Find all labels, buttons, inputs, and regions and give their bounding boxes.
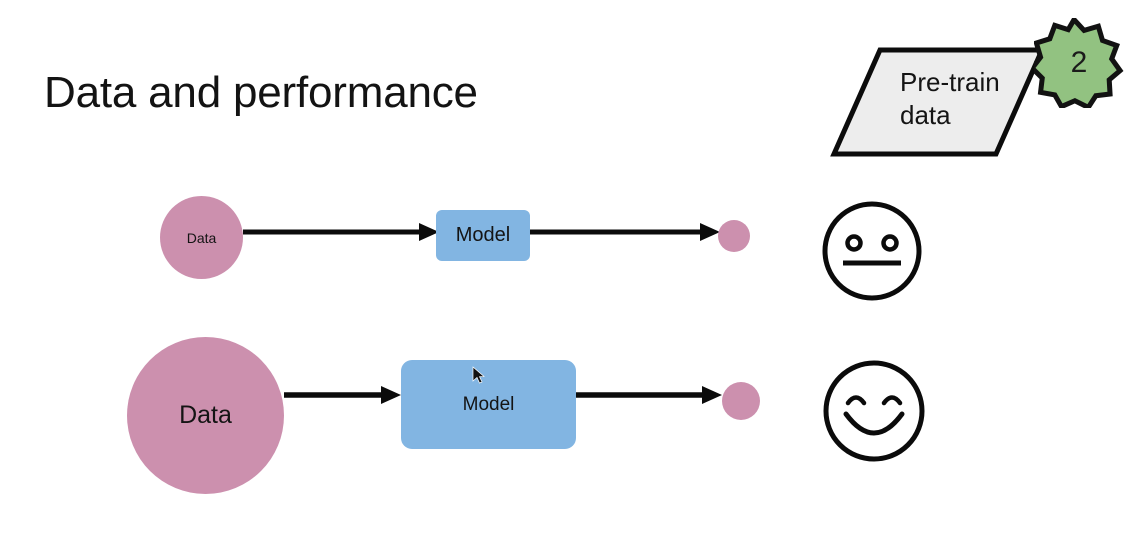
pretrain-data-label: Pre-train data: [900, 66, 1040, 132]
pretrain-label-line2: data: [900, 100, 951, 130]
data-circle-small-label: Data: [186, 229, 217, 246]
model-box-large[interactable]: Model: [401, 360, 576, 449]
pretrain-badge-number: 2: [1070, 46, 1088, 79]
page-title: Data and performance: [44, 68, 478, 117]
pretrain-label-line1: Pre-train: [900, 67, 1000, 97]
eight-point-star-icon: [1034, 18, 1124, 108]
neutral-face-icon: [822, 201, 922, 301]
happy-face-icon: [823, 360, 925, 462]
pretrain-data-marker[interactable]: Pre-train data 2: [828, 18, 1128, 158]
parallelogram-shape: [830, 47, 1046, 157]
data-circle-small[interactable]: Data: [160, 196, 243, 279]
output-dot-small[interactable]: [718, 220, 750, 252]
output-dot-large[interactable]: [722, 382, 760, 420]
data-circle-large[interactable]: Data: [127, 337, 284, 494]
mouse-pointer-icon: [472, 366, 485, 384]
model-box-large-label: Model: [462, 393, 515, 415]
arrow-model-to-output-large: [576, 386, 722, 404]
model-box-small[interactable]: Model: [436, 210, 530, 261]
arrow-data-to-model-small: [243, 223, 439, 241]
data-circle-large-label: Data: [179, 401, 232, 429]
arrow-model-to-output-small: [530, 223, 720, 241]
model-box-small-label: Model: [455, 224, 511, 246]
arrow-data-to-model-large: [284, 386, 401, 404]
